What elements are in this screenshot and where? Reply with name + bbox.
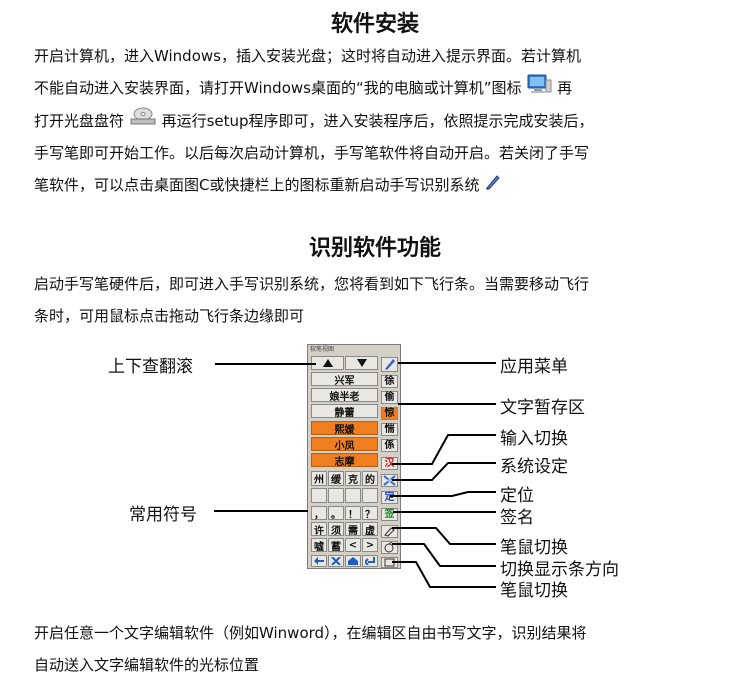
- label-input-switch: 输入切换: [500, 429, 568, 449]
- scroll-down-button[interactable]: [345, 356, 378, 370]
- cd-drive-icon: [129, 105, 157, 137]
- label-temp-area: 文字暂存区: [500, 398, 585, 418]
- label-sign: 签名: [500, 508, 534, 528]
- install-line-1: 开启计算机，进入Windows，插入安装光盘；这时将自动进入提示界面。若计算机: [34, 47, 581, 65]
- candidate-3[interactable]: 静蕾: [311, 404, 378, 419]
- label-locate: 定位: [500, 486, 534, 506]
- features-paragraph: 启动手写笔硬件后，即可进入手写识别系统，您将看到如下飞行条。当需要移动飞行 条时…: [34, 268, 724, 332]
- grid-char[interactable]: 嘘: [311, 538, 327, 553]
- candidate-2[interactable]: 娘半老: [311, 388, 378, 403]
- footer-line-1: 开启任意一个文字编辑软件（例如Winword），在编辑区自由书写文字，识别结果将: [34, 624, 587, 642]
- grid-empty[interactable]: [345, 488, 361, 503]
- grid-char[interactable]: 虚: [362, 522, 378, 537]
- symbol-button[interactable]: ，: [311, 506, 327, 521]
- line-display-dir: [392, 543, 496, 567]
- features-line-2: 条时，可用鼠标点击拖动飞行条边缘即可: [34, 307, 305, 325]
- label-pen-mouse-1: 笔鼠切换: [500, 538, 568, 558]
- line-sys-settings: [392, 462, 496, 481]
- enter-icon[interactable]: [362, 555, 378, 567]
- line-pen-mouse2: [392, 561, 496, 588]
- install-line-3-rest: 再运行setup程序即可，进入安装程序后，依照提示完成安装后，: [161, 111, 594, 130]
- grid-char[interactable]: 的: [362, 471, 378, 486]
- grid-char[interactable]: 许: [311, 522, 327, 537]
- grid-char[interactable]: 缓: [328, 471, 344, 486]
- footer-paragraph: 开启任意一个文字编辑软件（例如Winword），在编辑区自由书写文字，识别结果将…: [34, 617, 724, 681]
- line-input-switch: [392, 434, 496, 465]
- section-heading-features: 识别软件功能: [308, 236, 441, 261]
- candidate-1[interactable]: 兴军: [311, 372, 378, 387]
- temp-char[interactable]: 偷: [381, 391, 398, 404]
- line-locate: [390, 491, 496, 497]
- label-symbols: 常用符号: [129, 505, 197, 525]
- label-display-direction: 切换显示条方向: [500, 560, 619, 580]
- app-menu-icon[interactable]: [381, 357, 398, 372]
- temp-char[interactable]: 徐: [381, 375, 398, 388]
- home-icon[interactable]: [345, 555, 361, 567]
- label-scroll: 上下查翻滚: [108, 357, 193, 377]
- page-prev-button[interactable]: <: [345, 538, 361, 552]
- install-line-2: 不能自动进入安装界面，请打开Windows桌面的“我的电脑或计算机”图标 再: [34, 72, 724, 105]
- pen-icon: [484, 170, 502, 202]
- section-heading-install: 软件安装: [330, 12, 419, 37]
- grid-empty[interactable]: [362, 488, 378, 503]
- label-app-menu: 应用菜单: [500, 357, 568, 377]
- install-line-4: 手写笔即可开始工作。以后每次启动计算机，手写笔软件将自动开启。若关闭了手写: [34, 144, 590, 162]
- grid-empty[interactable]: [328, 488, 344, 503]
- line-pen-mouse1: [392, 527, 496, 545]
- temp-char[interactable]: 係: [381, 439, 398, 452]
- install-line-2-text: 不能自动进入安装界面，请打开Windows桌面的“我的电脑或计算机”图标: [34, 79, 522, 97]
- install-line-5: 笔软件，可以点击桌面图C或快捷栏上的图标重新启动手写识别系统: [34, 169, 724, 202]
- grid-char[interactable]: 需: [345, 522, 361, 537]
- features-line-1: 启动手写笔硬件后，即可进入手写识别系统，您将看到如下飞行条。当需要移动飞行: [34, 275, 590, 293]
- install-line-3-start: 打开光盘盘符: [34, 111, 125, 130]
- label-sys-settings: 系统设定: [500, 457, 568, 477]
- candidate-4[interactable]: 熙媛: [311, 421, 378, 436]
- candidate-5[interactable]: 小凤: [311, 437, 378, 452]
- computer-icon: [526, 73, 552, 105]
- settings-icon[interactable]: [381, 474, 398, 487]
- backspace-icon[interactable]: [311, 555, 327, 567]
- candidate-6[interactable]: 志摩: [311, 453, 378, 468]
- delete-icon[interactable]: [328, 555, 344, 567]
- grid-char[interactable]: 州: [311, 471, 327, 486]
- grid-char[interactable]: 蓄: [328, 538, 344, 553]
- symbol-button[interactable]: ？: [362, 506, 378, 521]
- toolbar-title: 软笔视图: [308, 345, 400, 354]
- temp-char[interactable]: 惴: [381, 423, 398, 436]
- symbol-button[interactable]: 。: [328, 506, 344, 521]
- arrow-down-icon: [356, 359, 367, 367]
- locate-button[interactable]: 定: [381, 491, 398, 504]
- grid-char[interactable]: 须: [328, 522, 344, 537]
- grid-char[interactable]: 克: [345, 471, 361, 486]
- symbol-button[interactable]: ！: [345, 506, 361, 521]
- page-next-button[interactable]: >: [362, 538, 378, 552]
- label-pen-mouse-2: 笔鼠切换: [500, 581, 568, 601]
- install-paragraph: 开启计算机，进入Windows，插入安装光盘；这时将自动进入提示界面。若计算机 …: [34, 40, 724, 202]
- arrow-up-icon: [322, 359, 333, 367]
- install-line-5-text: 笔软件，可以点击桌面图C或快捷栏上的图标重新启动手写识别系统: [34, 176, 480, 194]
- install-line-2-end: 再: [557, 79, 573, 97]
- temp-char[interactable]: 惊: [381, 407, 398, 420]
- footer-line-2: 自动送入文字编辑软件的光标位置: [34, 656, 260, 674]
- install-line-3: 打开光盘盘符 再运行setup程序即可，进入安装程序后，依照提示完成安装后，: [34, 105, 724, 138]
- grid-empty[interactable]: [311, 488, 327, 503]
